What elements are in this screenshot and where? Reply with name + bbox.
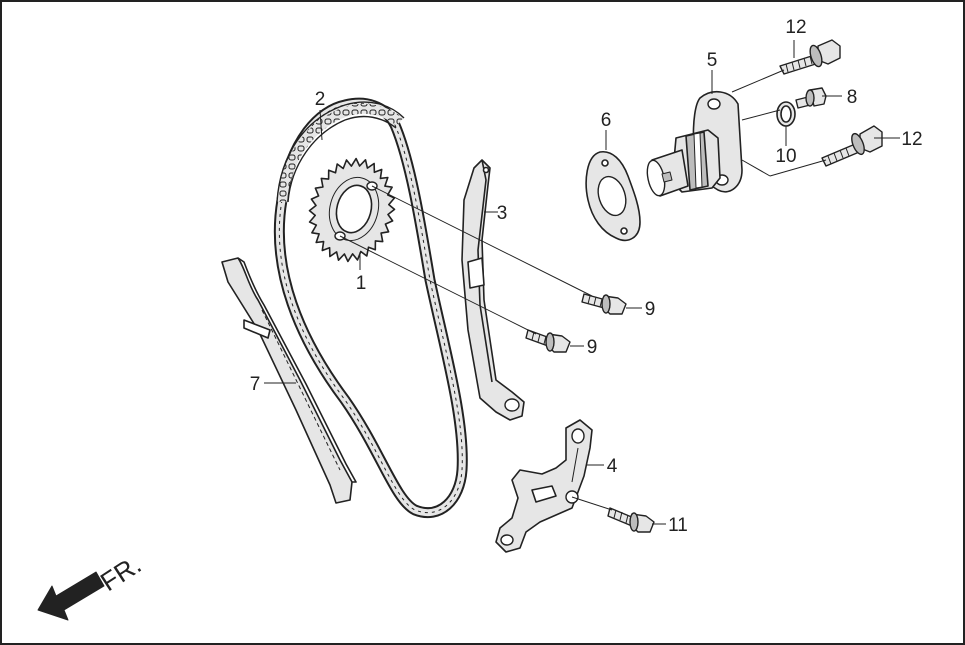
tensioner-slipper — [461, 159, 525, 421]
front-direction-indicator: FR. — [37, 549, 146, 621]
cam-chain — [273, 97, 468, 519]
callout-9-upper: 9 — [645, 299, 656, 320]
callout-4: 4 — [607, 456, 618, 477]
front-label: FR. — [95, 549, 146, 597]
sprocket-bolt-upper — [581, 293, 627, 315]
callout-2: 2 — [315, 89, 326, 110]
front-arrow-icon — [37, 571, 105, 621]
callout-1: 1 — [356, 273, 367, 294]
callout-12-lower: 12 — [901, 129, 922, 150]
tensioner-lifter — [646, 91, 743, 197]
bracket-bolt — [607, 507, 655, 533]
flange-bolt-upper — [779, 39, 841, 75]
callout-labels: 1 2 3 4 5 6 7 8 9 9 10 11 12 12 — [250, 17, 923, 536]
sealing-bolt — [795, 87, 827, 109]
sprocket-bolt-lower — [525, 329, 571, 353]
tensioner-gasket — [585, 151, 641, 242]
callout-6: 6 — [601, 110, 612, 131]
callout-12-upper: 12 — [785, 17, 806, 38]
callout-10: 10 — [775, 146, 796, 167]
slipper-bracket — [495, 419, 593, 553]
cam-chain-guide — [221, 257, 357, 504]
callout-8: 8 — [847, 87, 858, 108]
callout-3: 3 — [497, 203, 508, 224]
callout-5: 5 — [707, 50, 718, 71]
callout-9-lower: 9 — [587, 337, 598, 358]
cam-sprocket — [308, 157, 396, 263]
sealing-washer — [776, 101, 796, 127]
flange-bolt-lower — [821, 125, 883, 167]
callout-11: 11 — [668, 515, 688, 536]
leader-lines — [264, 40, 900, 525]
callout-7: 7 — [250, 374, 261, 395]
